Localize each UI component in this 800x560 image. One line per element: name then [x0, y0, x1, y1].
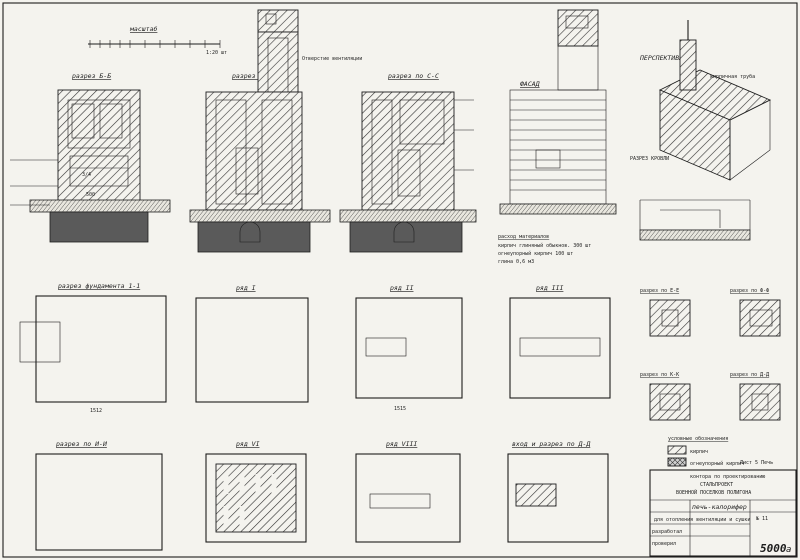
- small-section-e-e: разрез по Е-Е: [640, 288, 691, 337]
- section-g-g: разрез по Г-Г Отверстие вентиляции: [189, 9, 362, 253]
- title-line-1: печь-калорифер: [692, 503, 747, 511]
- note-2: огнеупорный кирпич 100 шт: [498, 251, 573, 257]
- perspective-title: ПЕРСПЕКТИВА: [639, 54, 683, 62]
- plan-row-3-title: ряд III: [536, 284, 563, 292]
- plan-row-1: ряд I: [195, 284, 309, 403]
- plan-row-2: ряд II 1515: [355, 284, 463, 412]
- plan-viii-title: ряд VIII: [386, 440, 417, 448]
- plan-foundation-title: разрез фундамента 1-1: [58, 282, 140, 290]
- sheet-number-label: № 11: [756, 516, 768, 522]
- note-0: расход материалов: [498, 234, 549, 240]
- title-line-2: для отопления вентиляции и сушки: [654, 517, 750, 523]
- section-s-s: разрез по С-С: [339, 72, 477, 253]
- scale-unit: 1:20 шт: [206, 50, 227, 56]
- section-s-s-title: разрез по С-С: [388, 72, 439, 80]
- dim-b-2: 500: [86, 192, 95, 198]
- top-note-chimney: кирпичная труба: [710, 73, 755, 80]
- small-f-title: разрез по Ф-Ф: [730, 288, 769, 294]
- org-line-3: ВОЕННОЙ ПОСЕЛКОВ ПОЛИГОНА: [676, 489, 751, 496]
- note-3: глина 0,6 м3: [498, 259, 534, 265]
- plan-row-2-title: ряд II: [390, 284, 414, 292]
- small-section-d-d: разрез по Д-Д: [730, 372, 781, 421]
- plan-vi-title: ряд VI: [236, 440, 260, 448]
- sheet-number-suffix: а: [786, 545, 791, 555]
- org-line-1: контора по проектированию: [690, 474, 765, 480]
- dim-b-1: 3/4: [82, 172, 91, 178]
- small-section-f-f: разрез по Ф-Ф: [730, 288, 781, 337]
- note-1: кирпич глиняный обыкнов. 300 шт: [498, 242, 591, 249]
- title-row-0: разработал: [652, 528, 682, 535]
- perspective: ПЕРСПЕКТИВА кирпичная труба РАЗРЕЗ КРОВЛ…: [630, 20, 772, 241]
- scale-label: масштаб: [129, 25, 157, 33]
- plan-row-3: ряд III: [509, 284, 611, 399]
- facade: ФАСАД: [499, 9, 617, 215]
- sheet-number: 5000: [760, 542, 787, 555]
- plan-row-vi: ряд VI: [205, 440, 307, 543]
- legend-title: условные обозначения: [668, 435, 728, 442]
- legend-item-0: кирпич: [690, 449, 708, 455]
- plan-row-1-title: ряд I: [236, 284, 256, 292]
- small-k-title: разрез по К-К: [640, 372, 679, 378]
- plan-ii-title: разрез по И-И: [56, 440, 107, 448]
- dim-plan-2: 1515: [394, 406, 406, 412]
- top-note-vent: Отверстие вентиляции: [302, 56, 362, 62]
- small-d-title: разрез по Д-Д: [730, 372, 769, 378]
- plan-row-ix: вход и разрез по Д-Д: [507, 440, 609, 543]
- small-section-k-k: разрез по К-К: [640, 372, 691, 421]
- plan-foundation: разрез фундамента 1-1 1512: [19, 282, 167, 414]
- scale-bar: масштаб 1:20 шт: [88, 25, 227, 56]
- org-line-2: СТАЛЬПРОЕКТ: [700, 482, 733, 488]
- plan-ix-title: вход и разрез по Д-Д: [512, 440, 590, 448]
- title-row-1: проверил: [652, 541, 676, 547]
- dim-plan-1: 1512: [90, 408, 102, 414]
- plan-row-ii: разрез по И-И: [35, 440, 163, 551]
- section-b-b: разрез Б-Б 3/4 500: [10, 72, 171, 243]
- facade-title: ФАСАД: [520, 80, 540, 88]
- legend-item-1: огнеупорный кирпич: [690, 461, 744, 467]
- title-block: контора по проектированию СТАЛЬПРОЕКТ ВО…: [649, 469, 797, 557]
- plan-row-viii: ряд VIII: [355, 440, 461, 543]
- corner-note: Лист 5 Печь: [740, 460, 773, 466]
- small-e-title: разрез по Е-Е: [640, 288, 679, 294]
- material-notes: расход материалов кирпич глиняный обыкно…: [498, 234, 591, 265]
- legend: условные обозначения кирпич огнеупорный …: [667, 435, 744, 467]
- section-b-b-title: разрез Б-Б: [72, 72, 111, 80]
- top-note-roof: РАЗРЕЗ КРОВЛИ: [630, 156, 669, 162]
